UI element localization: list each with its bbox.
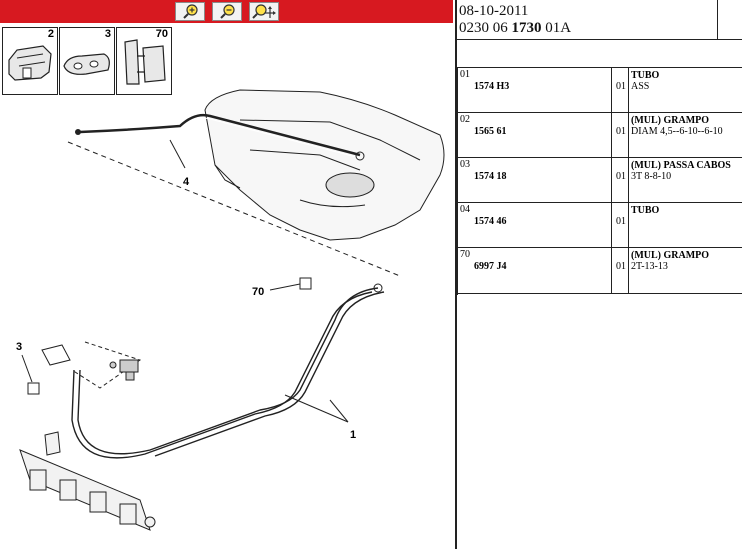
valve-drawing <box>109 359 139 381</box>
part-name: (MUL) PASSA CABOS <box>631 160 731 171</box>
part-name: (MUL) GRAMPO <box>631 115 710 126</box>
fuel-tank-drawing <box>204 89 445 241</box>
quantity: 01 <box>616 81 626 92</box>
quantity: 01 <box>616 261 626 272</box>
zoom-in-button[interactable] <box>175 2 205 21</box>
header-reference: 0230 06 1730 01A <box>459 20 571 37</box>
thumbnail-part-2[interactable]: 2 <box>2 27 58 95</box>
column-separator <box>628 68 629 113</box>
quantity: 01 <box>616 171 626 182</box>
header-rule <box>457 39 742 40</box>
table-row[interactable]: 02 1565 61 01 (MUL) GRAMPO DIAM 4,5--6-1… <box>457 112 742 158</box>
part-name: TUBO <box>631 205 660 216</box>
table-row[interactable]: 70 6997 J4 01 (MUL) GRAMPO 2T-13-13 <box>457 247 742 293</box>
tube-4-connector <box>355 151 365 161</box>
quantity: 01 <box>616 126 626 137</box>
reference-prefix: 0230 06 <box>459 20 512 36</box>
column-separator <box>628 113 629 158</box>
clip-drawing <box>41 344 71 366</box>
quantity: 01 <box>616 216 626 227</box>
part-description: DIAM 4,5--6-10--6-10 <box>631 126 723 137</box>
clamp-70-marker <box>299 277 312 290</box>
cable-guide-icon <box>63 53 110 75</box>
part-number[interactable]: 6997 J4 <box>474 261 507 272</box>
part-name: TUBO <box>631 70 660 81</box>
table-row[interactable]: 01 1574 H3 01 TUBO ASS <box>457 67 742 113</box>
leader-70 <box>269 283 301 291</box>
tube-1-drawing <box>71 287 385 459</box>
column-separator <box>628 248 629 293</box>
leader-1b <box>284 394 349 423</box>
column-separator <box>611 248 612 293</box>
tube-4-highlight <box>79 117 361 159</box>
dashed-detail-guide <box>71 341 142 389</box>
clamp-part-icon <box>124 39 166 85</box>
column-separator <box>628 158 629 203</box>
part-number[interactable]: 1574 H3 <box>474 81 510 92</box>
toolbar <box>0 0 453 23</box>
callout-4: 4 <box>183 176 190 188</box>
leader-4 <box>169 139 186 169</box>
column-separator <box>628 203 629 248</box>
part-description: ASS <box>631 81 650 92</box>
parts-panel: 08-10-2011 0230 06 1730 01A 01 1574 H3 0… <box>457 0 742 549</box>
zoom-in-icon <box>183 4 198 19</box>
row-index: 70 <box>460 249 470 260</box>
dashed-guide <box>67 141 401 277</box>
column-separator <box>611 203 612 248</box>
part-number[interactable]: 1565 61 <box>474 126 507 137</box>
zoom-out-button[interactable] <box>212 2 242 21</box>
diagram-panel: 2 3 70 <box>0 0 453 531</box>
fuel-rail-drawing <box>19 431 156 531</box>
callout-3: 3 <box>16 341 22 353</box>
zoom-move-button[interactable] <box>249 2 279 21</box>
thumbnail-part-70[interactable]: 70 <box>116 27 172 95</box>
reference-highlight: 1730 <box>511 20 542 36</box>
part-3-marker <box>27 382 40 395</box>
row-index: 01 <box>460 69 470 80</box>
thumbnail-label: 2 <box>47 28 54 40</box>
column-separator <box>611 158 612 203</box>
thumbnail-label: 70 <box>155 28 168 40</box>
zoom-move-icon <box>252 4 276 19</box>
zoom-out-icon <box>220 4 235 19</box>
table-bottom-border <box>457 293 742 294</box>
tube-4-drawing <box>79 113 361 157</box>
part-description: 2T-13-13 <box>631 261 668 272</box>
callout-70: 70 <box>252 286 264 298</box>
clip-part-icon <box>8 45 52 81</box>
thumbnail-strip: 2 3 70 <box>2 27 172 97</box>
part-number[interactable]: 1574 46 <box>474 216 507 227</box>
column-separator <box>611 113 612 158</box>
thumbnail-part-3[interactable]: 3 <box>59 27 115 95</box>
column-separator <box>611 68 612 113</box>
parts-diagram: 4 70 1 3 <box>16 89 445 531</box>
tube-1-connector <box>373 283 383 293</box>
leader-3 <box>21 354 33 383</box>
thumbnail-label: 3 <box>104 28 111 40</box>
table-left-border <box>457 67 458 295</box>
row-index: 03 <box>460 159 470 170</box>
table-row[interactable]: 04 1574 46 01 TUBO <box>457 202 742 248</box>
part-name: (MUL) GRAMPO <box>631 250 710 261</box>
reference-suffix: 01A <box>541 20 572 36</box>
part-number[interactable]: 1574 18 <box>474 171 507 182</box>
row-index: 04 <box>460 204 470 215</box>
callout-1: 1 <box>350 429 356 441</box>
header-date: 08-10-2011 <box>459 3 529 19</box>
leader-1a <box>329 399 349 423</box>
panel-divider <box>455 0 457 549</box>
table-row[interactable]: 03 1574 18 01 (MUL) PASSA CABOS 3T 8-8-1… <box>457 157 742 203</box>
part-description: 3T 8-8-10 <box>631 171 672 182</box>
row-index: 02 <box>460 114 470 125</box>
tube-4-end <box>75 129 81 135</box>
header-separator <box>717 0 718 39</box>
parts-header: 08-10-2011 0230 06 1730 01A <box>457 0 742 65</box>
